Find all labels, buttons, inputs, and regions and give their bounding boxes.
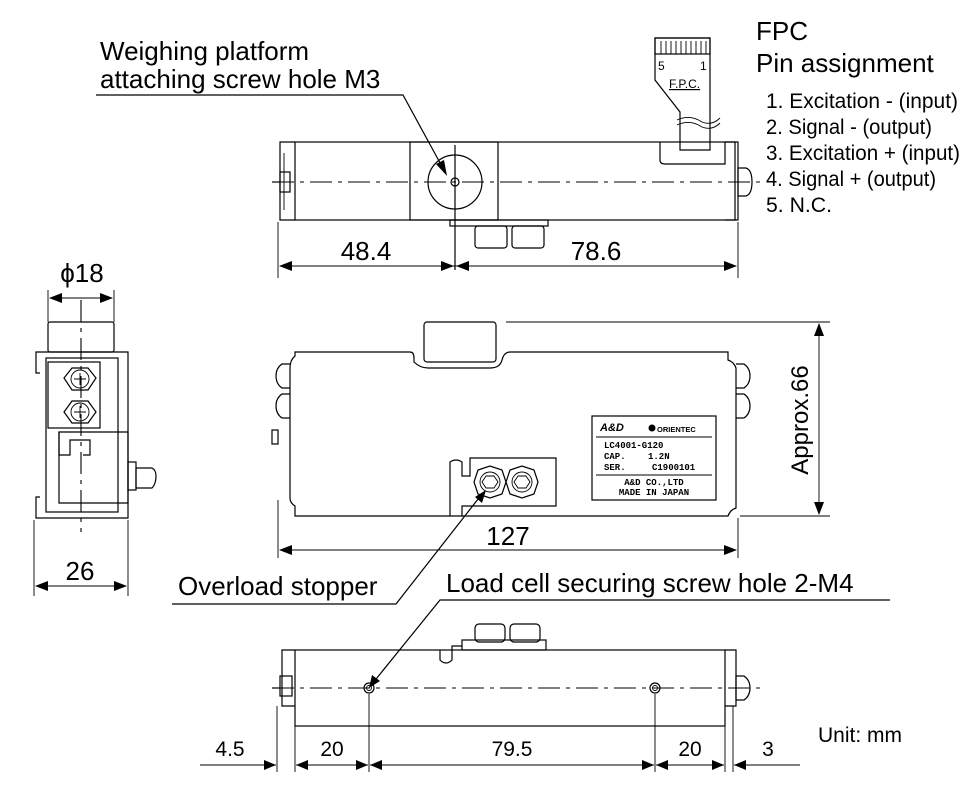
dim-overall-length: 127: [486, 521, 529, 551]
dim-bottom-2: 79.5: [492, 738, 533, 761]
dim-bottom-4: 3: [762, 738, 774, 761]
bottom-stopper-nut-1: [474, 623, 506, 643]
overload-stopper-nut-1: [473, 465, 507, 499]
side-knob: [135, 467, 157, 489]
nameplate-model: LC4001-G120: [604, 441, 663, 451]
fpc-connector-label: F.P.C.: [669, 77, 700, 91]
dim-bottom-1: 20: [320, 738, 343, 761]
front-left-knob-1: [275, 363, 290, 389]
fpc-pin-2: 2. Signal - (output): [766, 116, 932, 139]
weighing-platform-label-line1: Weighing platform: [100, 36, 309, 66]
front-right-knob-2: [736, 393, 751, 419]
weighing-platform-label-line2: attaching screw hole M3: [100, 64, 380, 94]
fpc-pin-3: 3. Excitation + (input): [766, 142, 960, 165]
side-bracket: [35, 351, 129, 519]
nameplate-cap-label: CAP.: [604, 452, 626, 462]
load-cell-securing-label: Load cell securing screw hole 2-M4: [446, 568, 854, 598]
center-block: [409, 141, 499, 221]
dim-bottom-0: 4.5: [215, 738, 244, 761]
dim-top-right: 78.6: [571, 236, 622, 266]
nameplate-brand: A&D: [599, 422, 624, 434]
overload-stopper-nut-2: [505, 465, 539, 499]
top-stopper-nut-1: [474, 225, 508, 249]
fpc-pin-1: 1. Excitation - (input): [766, 90, 958, 113]
dim-diameter: ϕ18: [60, 258, 103, 288]
nameplate-border: [591, 415, 717, 501]
dim-height: Approx.66: [787, 365, 814, 474]
weighing-platform-callout: Weighing platform attaching screw hole M…: [96, 36, 447, 176]
front-fpc-cover: [423, 321, 497, 363]
fpc-pin-5: 5. N.C.: [766, 194, 832, 217]
overload-stopper-callout: Overload stopper: [172, 490, 486, 605]
fpc-title: FPC: [756, 16, 808, 46]
dim-top-left: 48.4: [341, 236, 392, 266]
fpc-pin-1-label: 1: [700, 59, 707, 73]
dim-bottom-3: 20: [678, 738, 701, 761]
bottom-stopper-nut-2: [509, 623, 541, 643]
front-view-body: [289, 351, 737, 517]
nameplate-ser-label: SER.: [604, 463, 626, 473]
nameplate-cap-value: 1.2N: [648, 452, 670, 462]
fpc-pin-5-label: 5: [658, 59, 665, 73]
front-right-knob-1: [736, 363, 751, 389]
top-left-bracket: [279, 141, 295, 221]
load-cell-securing-callout: Load cell securing screw hole 2-M4: [369, 568, 890, 688]
top-right-knob: [737, 167, 753, 197]
top-stopper-nut-2: [511, 225, 545, 249]
fpc-subtitle: Pin assignment: [756, 48, 935, 78]
overload-stopper-label: Overload stopper: [178, 571, 378, 601]
side-view: ϕ18 26: [33, 258, 157, 596]
nameplate: A&D ORIENTEC LC4001-G120 CAP. 1.2N SER. …: [591, 415, 717, 501]
nameplate-maker: A&D CO.,LTD: [624, 478, 684, 488]
side-screw-top: [63, 367, 97, 391]
top-right-bracket: [725, 141, 739, 221]
top-view: [272, 141, 760, 270]
top-dimensions: 48.4 78.6: [277, 222, 739, 278]
front-left-knob-2: [275, 393, 290, 419]
nameplate-ser-value: C1900101: [652, 463, 696, 473]
fpc-pin-4: 4. Signal + (output): [766, 168, 936, 191]
fpc-connector: 5 1 F.P.C.: [654, 37, 721, 151]
nameplate-origin: MADE IN JAPAN: [619, 488, 689, 498]
front-view: A&D ORIENTEC LC4001-G120 CAP. 1.2N SER. …: [271, 321, 830, 558]
top-view-body: [294, 141, 736, 221]
fpc-pin-assignment: FPC Pin assignment 1. Excitation - (inpu…: [756, 16, 960, 217]
bottom-view: 4.5 20 79.5 20 3: [200, 623, 800, 772]
unit-label: Unit: mm: [818, 724, 902, 747]
nameplate-partner: ORIENTEC: [657, 425, 696, 434]
overload-stopper-block: [449, 457, 557, 516]
dim-side-width: 26: [66, 556, 95, 586]
side-screw-bottom: [63, 400, 97, 424]
